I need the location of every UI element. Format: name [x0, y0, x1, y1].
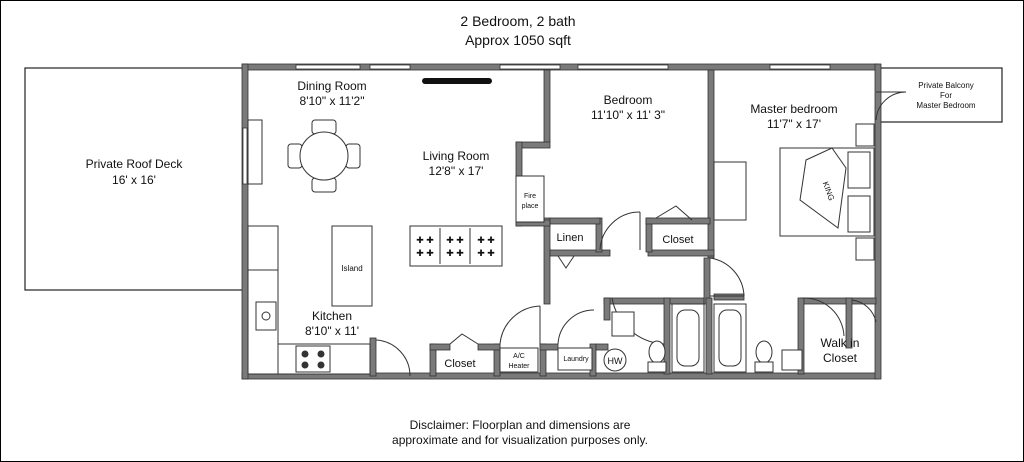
balcony-label-3: Master Bedroom: [916, 101, 975, 110]
king-bed-icon: [779, 123, 875, 261]
walkin-label-2: Closet: [823, 351, 858, 365]
living-dims: 12'8" x 17': [429, 164, 484, 178]
dresser-icon: [713, 161, 747, 221]
water-heater-icon: [603, 348, 627, 372]
bedroom-dims: 11'10" x 11' 3": [591, 108, 665, 122]
kitchen-dims: 8'10" x 11': [305, 324, 359, 338]
walkin-label-1: Walk in: [821, 336, 860, 350]
svg-text:✚ ✚: ✚ ✚: [416, 235, 434, 245]
disclaimer-line2: approximate and for visualization purpos…: [392, 433, 648, 447]
balcony-label-2: For: [940, 91, 952, 100]
island-label: Island: [341, 264, 362, 273]
ac-heater-icon: [499, 347, 539, 373]
sofa-icon: ✚ ✚ ✚ ✚ ✚ ✚ ✚ ✚ ✚ ✚ ✚ ✚: [409, 225, 503, 267]
bedroom-label: Bedroom: [604, 93, 653, 107]
ac-label-2: Heater: [508, 363, 530, 370]
water-heater-label: HW: [608, 356, 623, 366]
plan-title-line2: Approx 1050 sqft: [465, 32, 571, 48]
interior-walls: [369, 69, 877, 377]
plan-title-line1: 2 Bedroom, 2 bath: [460, 13, 575, 29]
linen-label: Linen: [557, 232, 584, 244]
balcony-outline: [877, 67, 1003, 123]
fireplace-label-2: place: [522, 203, 539, 210]
laundry-label: Laundry: [563, 356, 589, 363]
master-label: Master bedroom: [750, 102, 837, 116]
bathroom-fixtures: [611, 303, 803, 373]
fireplace-icon: [515, 175, 545, 223]
fireplace-label-1: Fire: [524, 193, 536, 200]
svg-text:✚ ✚: ✚ ✚: [416, 248, 434, 258]
island-icon: [331, 225, 373, 307]
roof-deck-label: Private Roof Deck: [86, 157, 184, 171]
svg-text:✚ ✚: ✚ ✚: [446, 248, 464, 258]
stove-icon: [295, 345, 331, 373]
dining-dims: 8'10" x 11'2": [300, 94, 365, 108]
door-swings: [375, 91, 907, 377]
living-label: Living Room: [423, 149, 490, 163]
svg-text:✚ ✚: ✚ ✚: [477, 235, 495, 245]
dining-table-icon: [287, 119, 361, 193]
hall-closet-label: Closet: [444, 358, 475, 370]
wall-cabinet-icon: [247, 119, 263, 185]
svg-text:✚ ✚: ✚ ✚: [477, 248, 495, 258]
kitchen-counters: [247, 225, 371, 375]
laundry-icon: [557, 347, 593, 371]
svg-text:✚ ✚: ✚ ✚: [446, 235, 464, 245]
dining-label: Dining Room: [297, 79, 366, 93]
disclaimer-line1: Disclaimer: Floorplan and dimensions are: [410, 418, 631, 432]
bedroom-closet-label: Closet: [662, 234, 693, 246]
sink-icon: [261, 311, 271, 321]
master-dims: 11'7" x 17': [767, 117, 821, 131]
ac-label-1: A/C: [513, 353, 525, 360]
windows: [242, 64, 831, 185]
kitchen-label: Kitchen: [312, 309, 352, 323]
roof-deck-outline: [24, 67, 244, 291]
balcony-label-1: Private Balcony: [918, 81, 974, 90]
ceiling-light-icon: [422, 78, 492, 84]
roof-deck-dims: 16' x 16': [112, 173, 156, 187]
